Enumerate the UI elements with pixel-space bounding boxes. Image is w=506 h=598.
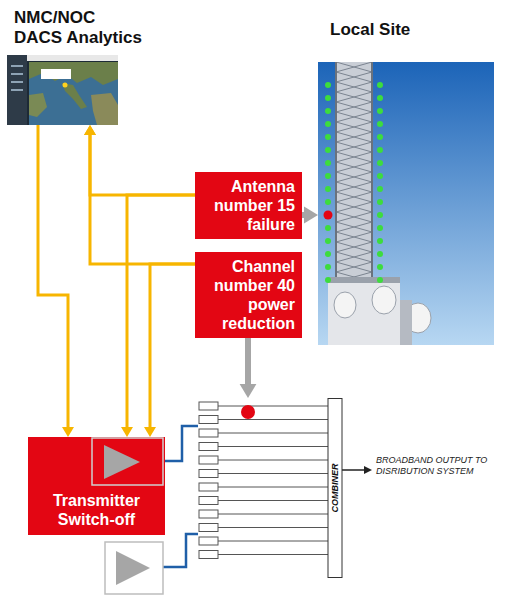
combiner: COMBINER	[198, 398, 382, 578]
dashboard-screen: NMC/NOC DACS Analytics	[7, 55, 118, 125]
connector-line	[90, 133, 195, 195]
connector	[302, 207, 318, 224]
arrowhead	[62, 427, 74, 437]
arrowhead	[240, 384, 257, 398]
heading: NMC/NOC DACS Analytics	[14, 8, 145, 48]
arrowhead	[144, 427, 156, 437]
heading: Local Site	[330, 20, 410, 40]
node-text: Antenna number 15 failure	[202, 177, 295, 234]
arrowhead	[304, 207, 318, 224]
connector-line	[150, 264, 195, 429]
connector-line	[245, 338, 251, 387]
combiner-bar: COMBINER	[328, 398, 342, 578]
output-arrowhead	[364, 466, 372, 474]
node-text: Channel number 40 power reduction	[202, 257, 295, 333]
alarm-box: Antenna number 15 failure	[195, 172, 302, 239]
alarm-box: Channel number 40 power reduction	[195, 252, 302, 338]
rf-cable	[163, 534, 198, 567]
connector	[38, 125, 74, 437]
amplifier-illustration	[28, 437, 165, 489]
connector-line	[90, 133, 195, 264]
connector	[144, 264, 195, 437]
site-tower: Local Site	[318, 62, 494, 345]
connector	[84, 125, 195, 195]
amplifier-box	[105, 542, 163, 594]
rf-cable	[163, 426, 198, 461]
amplifier-symbol	[116, 551, 150, 585]
connector	[240, 338, 257, 398]
output-label: BROADBAND OUTPUT TO DISRIBUTION SYSTEM	[376, 455, 496, 477]
combiner-label: COMBINER	[330, 464, 340, 513]
arrowhead	[84, 125, 96, 135]
connector-line	[38, 125, 68, 429]
output-arrow	[342, 469, 366, 471]
transmitter-box: Transmitter Switch-off	[28, 437, 165, 535]
connector-line	[127, 195, 195, 429]
connector	[121, 195, 195, 437]
arrowhead	[84, 125, 96, 135]
tower-photo	[318, 62, 494, 345]
arrowhead	[121, 427, 133, 437]
dashboard-illustration	[7, 55, 118, 125]
combiner-drawing	[198, 398, 382, 578]
node-text: Transmitter Switch-off	[34, 491, 159, 529]
